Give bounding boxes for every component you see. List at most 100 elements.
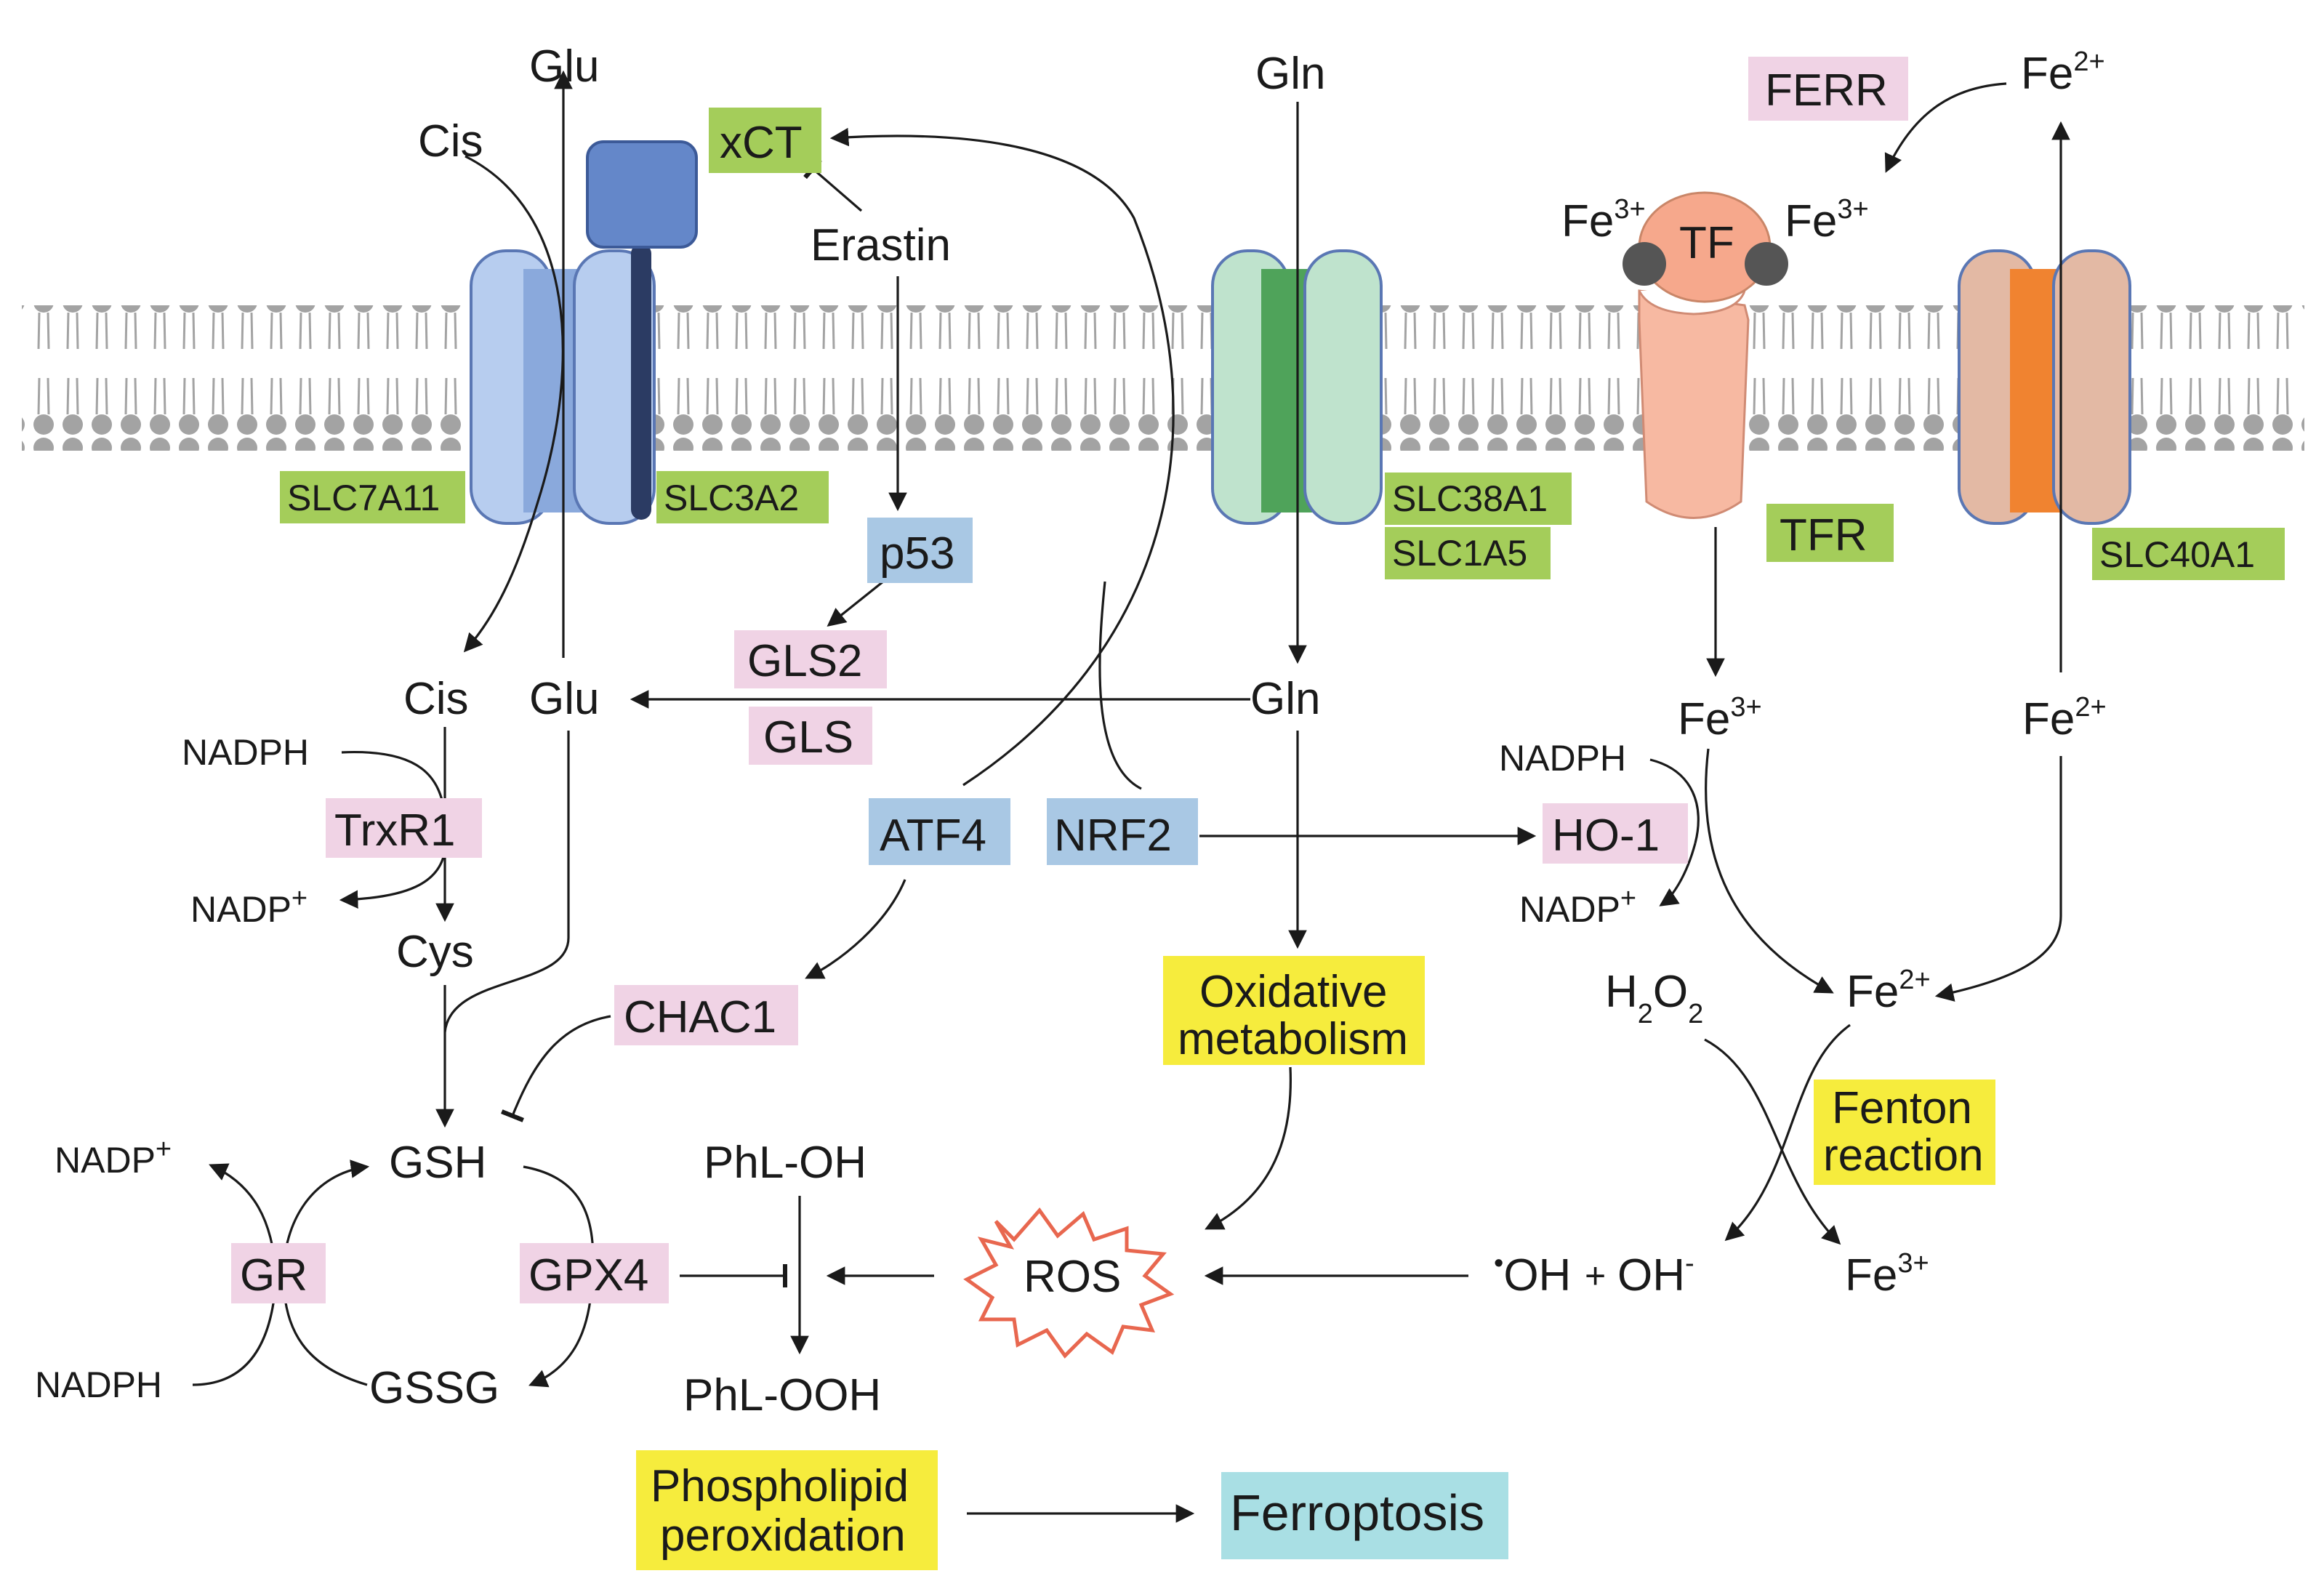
- arrow-fe2-ferr: [1884, 82, 2007, 173]
- cell-membrane: [22, 305, 2304, 451]
- nadph-ho1: NADPH: [1499, 738, 1626, 779]
- xct-label: xCT: [720, 118, 803, 168]
- atf4-label: ATF4: [880, 811, 986, 861]
- nadph-trxr1: NADPH: [182, 732, 309, 773]
- gls2-label: GLS2: [747, 636, 863, 686]
- phospholipid-label-2: peroxidation: [660, 1511, 906, 1561]
- transferrin: [1623, 191, 1788, 303]
- p53-box: [867, 518, 973, 583]
- arrow-p53-gls2: [827, 580, 884, 627]
- nadp-ho1: NADP+: [1519, 883, 1636, 930]
- gr-box: [231, 1243, 326, 1303]
- nrf2-box: [1047, 798, 1198, 865]
- arrow-h2o2-fe3: [1704, 1038, 1841, 1245]
- hydroxyl-radical: •OH: [1494, 1248, 1571, 1300]
- tfr-label: TFR: [1780, 510, 1867, 560]
- arrow-fe2-oh: [1724, 1024, 1851, 1242]
- arrow-fe3-fe2: [1705, 748, 1834, 994]
- ferroptosis-box: [1221, 1472, 1508, 1559]
- inhibit-chac1-gsh: [500, 1015, 611, 1122]
- gpx4-label: GPX4: [528, 1250, 648, 1300]
- tf-label: TF: [1679, 218, 1734, 268]
- slc38a1-box: [1385, 473, 1572, 525]
- curve-nrf2-xct: [1098, 581, 1142, 790]
- arrow-fe2-fenton: [1934, 756, 2062, 1002]
- hydroxide-ion: OH-: [1617, 1248, 1694, 1300]
- nadph-gr: NADPH: [35, 1364, 162, 1405]
- chac1-box: [614, 985, 798, 1045]
- gssg-label: GSSG: [369, 1363, 499, 1413]
- nadp-trxr1: NADP+: [190, 883, 307, 930]
- erastin-label: Erastin: [811, 220, 951, 270]
- cys-label: Cys: [396, 927, 474, 977]
- cis-extracellular: Cis: [418, 116, 483, 166]
- slc40a1-label: SLC40A1: [2099, 534, 2255, 575]
- ho1-label: HO-1: [1552, 811, 1660, 861]
- slc3a2-box: [656, 471, 829, 523]
- phospholipid-peroxidation-box: [636, 1450, 938, 1570]
- fenton-reaction-box: [1814, 1080, 1995, 1185]
- phospholipid-label-1: Phospholipid: [651, 1461, 909, 1511]
- gsh-label: GSH: [389, 1138, 486, 1188]
- slc40a1-transporter: [1958, 249, 2131, 525]
- chac1-label: CHAC1: [624, 992, 776, 1042]
- nadp-gr: NADP+: [55, 1134, 172, 1181]
- arrow-trxr1-nadp: [339, 850, 446, 909]
- slc38a1-transporter: [1211, 249, 1383, 525]
- slc3a2-label: SLC3A2: [664, 478, 799, 518]
- arrow-glu-gsh: [443, 731, 570, 1033]
- trxr1-label: TrxR1: [334, 805, 455, 856]
- p53-label: p53: [880, 528, 954, 579]
- glu-intracellular: Glu: [529, 674, 599, 724]
- cis-intracellular: Cis: [403, 674, 469, 724]
- gr-label: GR: [240, 1250, 307, 1300]
- ros-burst: [963, 1207, 1175, 1359]
- fe3-intracellular: Fe3+: [1678, 692, 1762, 744]
- gls2-box: [734, 630, 887, 688]
- trxr1-box: [326, 798, 482, 858]
- slc1a5-label: SLC1A5: [1392, 533, 1527, 574]
- slc40a1-box: [2092, 528, 2285, 580]
- arrow-ho1-nadp: [1659, 843, 1697, 906]
- inhibit-erastin-xct: [803, 158, 863, 212]
- iron-ion-left: [1623, 242, 1666, 286]
- ferroptosis-label: Ferroptosis: [1230, 1484, 1484, 1541]
- iron-ion-right: [1745, 242, 1788, 286]
- tfr-receptor: [1638, 289, 1750, 519]
- oxidative-metabolism-box: [1163, 956, 1425, 1065]
- phl-ooh-label: PhL-OOH: [683, 1370, 881, 1420]
- slc3a2-protein: [586, 140, 698, 520]
- gln-intracellular: Gln: [1250, 674, 1320, 724]
- xct-box: [709, 108, 821, 173]
- fe3-tf-left: Fe3+: [1561, 194, 1646, 246]
- glu-extracellular: Glu: [529, 41, 599, 92]
- ferr-label: FERR: [1765, 65, 1888, 116]
- tfr-box: [1766, 504, 1894, 562]
- nrf2-label: NRF2: [1054, 811, 1172, 861]
- plus-sign: +: [1585, 1255, 1606, 1296]
- fe3-fenton-label: Fe3+: [1845, 1248, 1929, 1300]
- phl-oh-label: PhL-OH: [704, 1138, 867, 1188]
- arrow-oxmet-ros: [1205, 1066, 1292, 1230]
- fe2-extracellular: Fe2+: [2021, 47, 2105, 99]
- gls-label: GLS: [763, 712, 853, 763]
- fe3-tf-right: Fe3+: [1785, 194, 1869, 246]
- curve-nadph-ho1: [1649, 758, 1700, 844]
- fenton-label-2: reaction: [1823, 1130, 1984, 1181]
- gln-extracellular: Gln: [1255, 49, 1325, 99]
- fenton-label-1: Fenton: [1832, 1083, 1972, 1133]
- ferr-box: [1748, 57, 1908, 121]
- oxidative-metabolism-label-2: metabolism: [1178, 1014, 1408, 1064]
- ros-label: ROS: [1024, 1252, 1121, 1302]
- gpx4-box: [520, 1243, 669, 1303]
- fe2-intracellular: Fe2+: [2022, 692, 2107, 744]
- arrow-cis-import: [463, 155, 564, 653]
- slc38a1-label: SLC38A1: [1392, 478, 1548, 519]
- slc1a5-box: [1385, 527, 1551, 579]
- slc7a11-label: SLC7A11: [287, 478, 440, 518]
- h2o2-label: H2O2: [1605, 967, 1703, 1029]
- slc7a11-box: [280, 471, 465, 523]
- arrow-atf4-chac1: [805, 879, 906, 979]
- oxidative-metabolism-label-1: Oxidative: [1199, 967, 1387, 1017]
